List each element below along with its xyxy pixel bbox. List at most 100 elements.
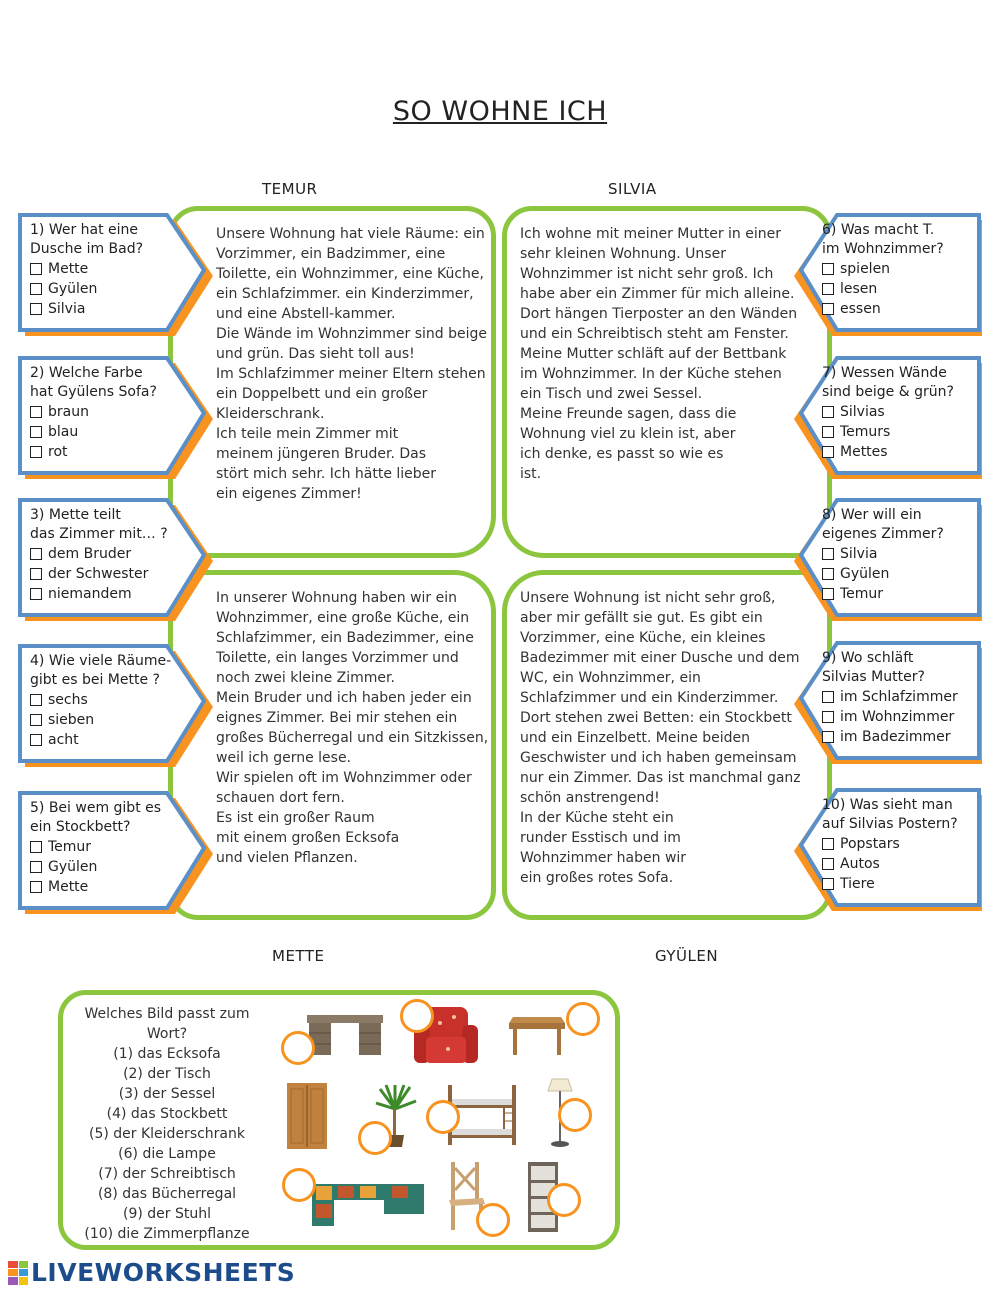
checkbox[interactable] [822, 426, 834, 438]
question-text: 1) Wer hat eine Dusche im Bad? [30, 222, 144, 257]
answer-option[interactable]: im Schlafzimmer [822, 687, 972, 707]
logo-text: LIVEWORKSHEETS [31, 1258, 296, 1287]
checkbox[interactable] [822, 446, 834, 458]
answer-option[interactable]: Silvia [822, 544, 972, 564]
matching-word: (10) die Zimmerpflanze [84, 1226, 250, 1242]
logo-icon [8, 1260, 28, 1285]
option-label: Gyülen [840, 565, 890, 582]
question-box-10: 10) Was sieht man auf Silvias Postern?Po… [792, 787, 987, 915]
question-text: 10) Was sieht man auf Silvias Postern? [822, 797, 958, 832]
answer-option[interactable]: rot [30, 442, 180, 462]
option-label: blau [48, 423, 79, 440]
answer-circle-bookshelf[interactable] [547, 1183, 581, 1217]
answer-option[interactable]: Temur [822, 584, 972, 604]
checkbox[interactable] [30, 568, 42, 580]
option-label: essen [840, 300, 881, 317]
answer-option[interactable]: Gyülen [30, 857, 180, 877]
answer-option[interactable]: Mette [30, 259, 180, 279]
checkbox[interactable] [822, 406, 834, 418]
checkbox[interactable] [822, 691, 834, 703]
answer-option[interactable]: Silvias [822, 402, 972, 422]
checkbox[interactable] [30, 841, 42, 853]
checkbox[interactable] [822, 858, 834, 870]
checkbox[interactable] [822, 263, 834, 275]
answer-option[interactable]: Mettes [822, 442, 972, 462]
checkbox[interactable] [822, 303, 834, 315]
option-label: im Schlafzimmer [840, 688, 958, 705]
matching-heading: Welches Bild passt zum Wort? [84, 1006, 250, 1042]
answer-option[interactable]: dem Bruder [30, 544, 180, 564]
wardrobe-image [287, 1083, 327, 1149]
option-label: Mettes [840, 443, 888, 460]
answer-option[interactable]: blau [30, 422, 180, 442]
answer-option[interactable]: im Wohnzimmer [822, 707, 972, 727]
checkbox[interactable] [30, 734, 42, 746]
answer-option[interactable]: Tiere [822, 874, 972, 894]
answer-option[interactable]: essen [822, 299, 972, 319]
name-gyulen: GYÜLEN [655, 947, 719, 965]
liveworksheets-logo: LIVEWORKSHEETS [8, 1258, 295, 1287]
answer-option[interactable]: Autos [822, 854, 972, 874]
answer-option[interactable]: acht [30, 730, 180, 750]
answer-option[interactable]: spielen [822, 259, 972, 279]
matching-word: (9) der Stuhl [123, 1206, 211, 1222]
option-label: Temur [48, 838, 92, 855]
answer-circle-bunk-bed[interactable] [426, 1100, 460, 1134]
answer-option[interactable]: Popstars [822, 834, 972, 854]
answer-circle-desk[interactable] [281, 1031, 315, 1065]
option-label: Autos [840, 855, 880, 872]
checkbox[interactable] [30, 446, 42, 458]
answer-option[interactable]: niemandem [30, 584, 180, 604]
option-label: im Wohnzimmer [840, 708, 955, 725]
answer-option[interactable]: Gyülen [822, 564, 972, 584]
checkbox[interactable] [822, 838, 834, 850]
answer-option[interactable]: Temurs [822, 422, 972, 442]
checkbox[interactable] [822, 283, 834, 295]
panel-mette: In unserer Wohnung haben wir ein Wohnzim… [168, 570, 496, 920]
checkbox[interactable] [822, 548, 834, 560]
checkbox[interactable] [30, 694, 42, 706]
question-text: 9) Wo schläft Silvias Mutter? [822, 650, 925, 685]
matching-word-list: (1) das Ecksofa(2) der Tisch(3) der Sess… [67, 1044, 267, 1244]
question-text: 7) Wessen Wände sind beige & grün? [822, 365, 954, 400]
answer-circle-plant[interactable] [358, 1121, 392, 1155]
answer-option[interactable]: Temur [30, 837, 180, 857]
checkbox[interactable] [30, 714, 42, 726]
answer-circle-armchair[interactable] [400, 999, 434, 1033]
answer-option[interactable]: Mette [30, 877, 180, 897]
checkbox[interactable] [822, 731, 834, 743]
answer-circle-chair[interactable] [476, 1203, 510, 1237]
checkbox[interactable] [822, 878, 834, 890]
option-label: im Badezimmer [840, 728, 951, 745]
answer-option[interactable]: Gyülen [30, 279, 180, 299]
answer-option[interactable]: sechs [30, 690, 180, 710]
checkbox[interactable] [30, 881, 42, 893]
option-label: rot [48, 443, 68, 460]
matching-word: (5) der Kleiderschrank [89, 1126, 245, 1142]
answer-option[interactable]: der Schwester [30, 564, 180, 584]
checkbox[interactable] [30, 861, 42, 873]
checkbox[interactable] [822, 711, 834, 723]
panel-silvia: Ich wohne mit meiner Mutter in einer seh… [502, 206, 832, 558]
checkbox[interactable] [822, 568, 834, 580]
checkbox[interactable] [822, 588, 834, 600]
answer-circle-table[interactable] [566, 1002, 600, 1036]
checkbox[interactable] [30, 588, 42, 600]
checkbox[interactable] [30, 303, 42, 315]
answer-circle-corner-sofa[interactable] [282, 1168, 316, 1202]
answer-option[interactable]: Silvia [30, 299, 180, 319]
answer-option[interactable]: lesen [822, 279, 972, 299]
armchair-image [414, 1007, 478, 1063]
checkbox[interactable] [30, 548, 42, 560]
checkbox[interactable] [30, 406, 42, 418]
checkbox[interactable] [30, 426, 42, 438]
checkbox[interactable] [30, 263, 42, 275]
answer-option[interactable]: im Badezimmer [822, 727, 972, 747]
answer-option[interactable]: sieben [30, 710, 180, 730]
answer-circle-lamp[interactable] [558, 1098, 592, 1132]
answer-option[interactable]: braun [30, 402, 180, 422]
checkbox[interactable] [30, 283, 42, 295]
